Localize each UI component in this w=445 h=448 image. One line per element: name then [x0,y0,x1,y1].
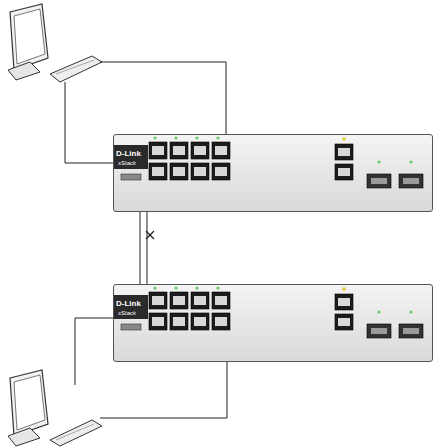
rj45-port [191,163,209,180]
rj45-socket [194,146,206,155]
brand-logo: D-Link [116,299,146,308]
rj45-port [170,142,188,159]
rj45-port [149,292,167,309]
rj45-port [212,292,230,309]
combo-socket [338,148,350,156]
rj45-socket [173,167,185,176]
rj45-port [191,142,209,159]
port-led [216,286,219,289]
port-led [195,286,198,289]
combo-socket [338,168,350,176]
stack-switch: D-Link xStack [113,134,433,212]
combo-socket [338,318,350,326]
console-port [121,324,141,330]
combo-port [335,294,353,310]
rj45-socket [194,167,206,176]
sfp-led [409,310,412,313]
rj45-port [212,142,230,159]
rj45-port [149,313,167,330]
computer-bottom [8,370,102,446]
combo-port [335,164,353,180]
port-led [153,136,156,139]
stacking-cable [147,212,148,284]
series-name: xStack [118,310,148,317]
rj45-socket [173,317,185,326]
rj45-port [212,313,230,330]
rj45-socket [152,296,164,305]
sfp-cage [403,328,419,334]
rj45-port [212,163,230,180]
switch-ports [121,136,423,188]
port-led [174,286,177,289]
port-led [174,136,177,139]
cable [65,62,227,418]
port-led [153,286,156,289]
sfp-cage [371,328,387,334]
switch-ports [121,286,423,338]
combo-port [335,314,353,330]
rj45-port [170,313,188,330]
status-led [342,287,346,291]
sfp-slot [399,324,423,338]
rj45-socket [152,317,164,326]
stacking-cable [140,212,141,284]
rj45-socket [215,146,227,155]
sfp-led [377,160,380,163]
port-led [216,136,219,139]
stack-switch: D-Link xStack [113,284,433,362]
sfp-slot [367,324,391,338]
rj45-socket [215,296,227,305]
rj45-port [170,163,188,180]
rj45-socket [194,296,206,305]
cut-mark [146,231,154,239]
rj45-socket [215,167,227,176]
sfp-slot [399,174,423,188]
rj45-socket [173,146,185,155]
combo-port [335,144,353,160]
sfp-led [409,160,412,163]
sfp-cage [371,178,387,184]
sfp-slot [367,174,391,188]
computer-top [8,4,102,82]
rj45-port [191,292,209,309]
brand-logo: D-Link [116,149,146,158]
rj45-port [191,313,209,330]
status-led [342,137,346,141]
sfp-led [377,310,380,313]
rj45-socket [194,317,206,326]
console-port [121,174,141,180]
rj45-socket [152,167,164,176]
port-led [195,136,198,139]
rj45-socket [215,317,227,326]
rj45-socket [152,146,164,155]
series-name: xStack [118,160,148,167]
rj45-port [170,292,188,309]
combo-socket [338,298,350,306]
rj45-socket [173,296,185,305]
sfp-cage [403,178,419,184]
rj45-port [149,163,167,180]
rj45-port [149,142,167,159]
